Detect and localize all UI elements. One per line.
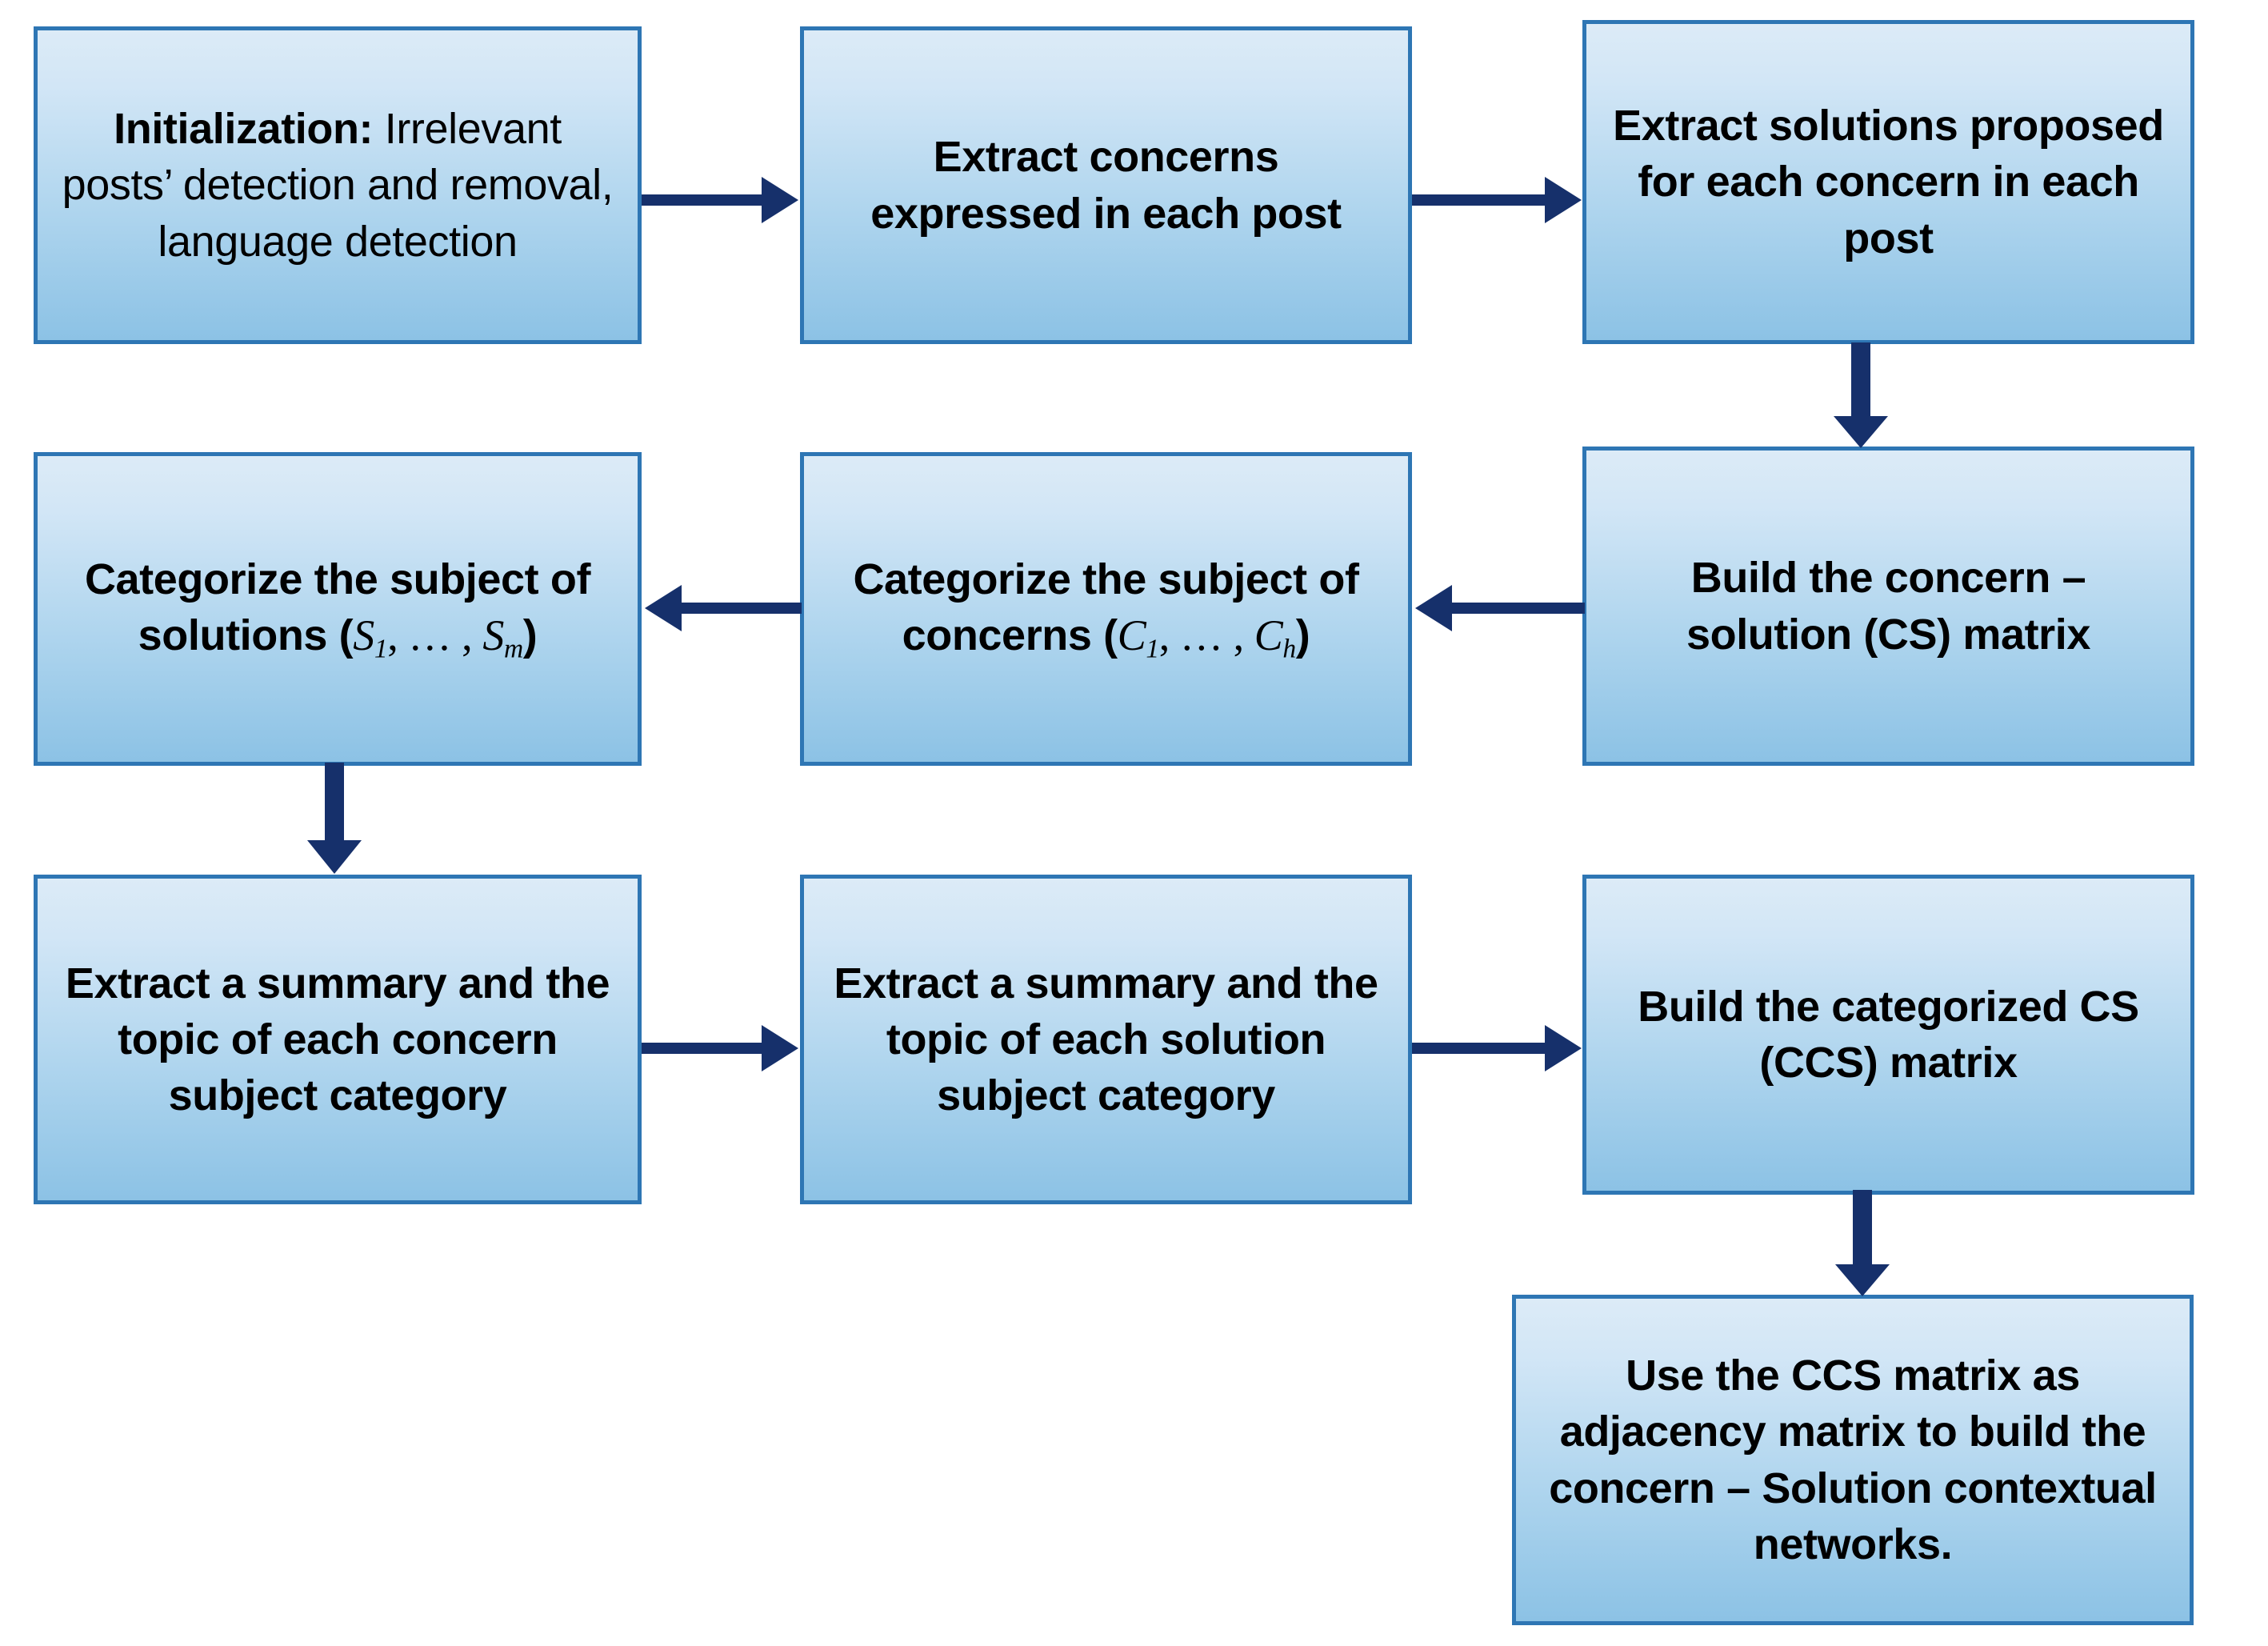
node-build-cs-matrix[interactable]: Build the concern – solution (CS) matrix	[1582, 447, 2194, 766]
node-summary-concern-category-label: Extract a summary and the topic of each …	[65, 959, 610, 1120]
node-initialization-lead: Initialization:	[114, 105, 374, 154]
connector-extract-concerns-to-extract-solutions	[1412, 164, 1585, 236]
node-categorize-solutions-prefix: Categorize the subject of solutions (	[84, 555, 591, 660]
connector-initialization-to-extract-concerns	[642, 164, 802, 236]
node-initialization[interactable]: Initialization: Irrelevant posts’ detect…	[34, 26, 642, 344]
node-categorize-concerns[interactable]: Categorize the subject of concerns (C1, …	[800, 452, 1412, 766]
symbol-c1: C1	[1117, 611, 1159, 664]
node-categorize-concerns-suffix: )	[1295, 611, 1310, 660]
node-extract-concerns[interactable]: Extract concerns expressed in each post	[800, 26, 1412, 344]
node-initialization-label: Initialization: Irrelevant posts’ detect…	[58, 101, 617, 270]
node-initialization-rest: Irrelevant posts’ detection and removal,…	[62, 105, 614, 266]
connector-build-cs-matrix-to-categorize-concerns	[1410, 572, 1585, 644]
connector-categorize-concerns-to-categorize-solutions	[640, 572, 802, 644]
symbol-ellipsis-c: , … ,	[1158, 611, 1254, 660]
connector-extract-solutions-to-build-cs-matrix	[1824, 342, 1898, 451]
connector-categorize-solutions-to-summary-concern-category	[298, 763, 371, 876]
connector-build-ccs-matrix-to-use-ccs-matrix	[1826, 1190, 1899, 1299]
node-summary-solution-category[interactable]: Extract a summary and the topic of each …	[800, 875, 1412, 1204]
node-extract-concerns-label: Extract concerns expressed in each post	[870, 133, 1342, 238]
node-use-ccs-matrix-label: Use the CCS matrix as adjacency matrix t…	[1549, 1352, 2157, 1568]
connector-summary-concern-to-summary-solution	[642, 1012, 802, 1084]
node-use-ccs-matrix[interactable]: Use the CCS matrix as adjacency matrix t…	[1512, 1295, 2194, 1625]
node-extract-solutions[interactable]: Extract solutions proposed for each conc…	[1582, 20, 2194, 344]
node-categorize-solutions-suffix: )	[522, 611, 538, 660]
node-build-ccs-matrix-label: Build the categorized CS (CCS) matrix	[1638, 982, 2139, 1087]
symbol-ch: Ch	[1254, 611, 1296, 664]
symbol-ellipsis-s: , … ,	[387, 611, 483, 660]
node-categorize-solutions-label: Categorize the subject of solutions (S1,…	[58, 551, 617, 667]
connector-summary-solution-to-build-ccs-matrix	[1412, 1012, 1585, 1084]
symbol-sm: Sm	[482, 611, 523, 664]
node-build-cs-matrix-label: Build the concern – solution (CS) matrix	[1686, 554, 2091, 659]
node-categorize-solutions[interactable]: Categorize the subject of solutions (S1,…	[34, 452, 642, 766]
node-summary-concern-category[interactable]: Extract a summary and the topic of each …	[34, 875, 642, 1204]
node-categorize-concerns-label: Categorize the subject of concerns (C1, …	[825, 551, 1387, 667]
node-extract-solutions-label: Extract solutions proposed for each conc…	[1613, 102, 2164, 262]
node-summary-solution-category-label: Extract a summary and the topic of each …	[834, 959, 1378, 1120]
node-build-ccs-matrix[interactable]: Build the categorized CS (CCS) matrix	[1582, 875, 2194, 1195]
symbol-s1: S1	[353, 611, 388, 664]
node-categorize-concerns-prefix: Categorize the subject of concerns (	[853, 555, 1359, 660]
